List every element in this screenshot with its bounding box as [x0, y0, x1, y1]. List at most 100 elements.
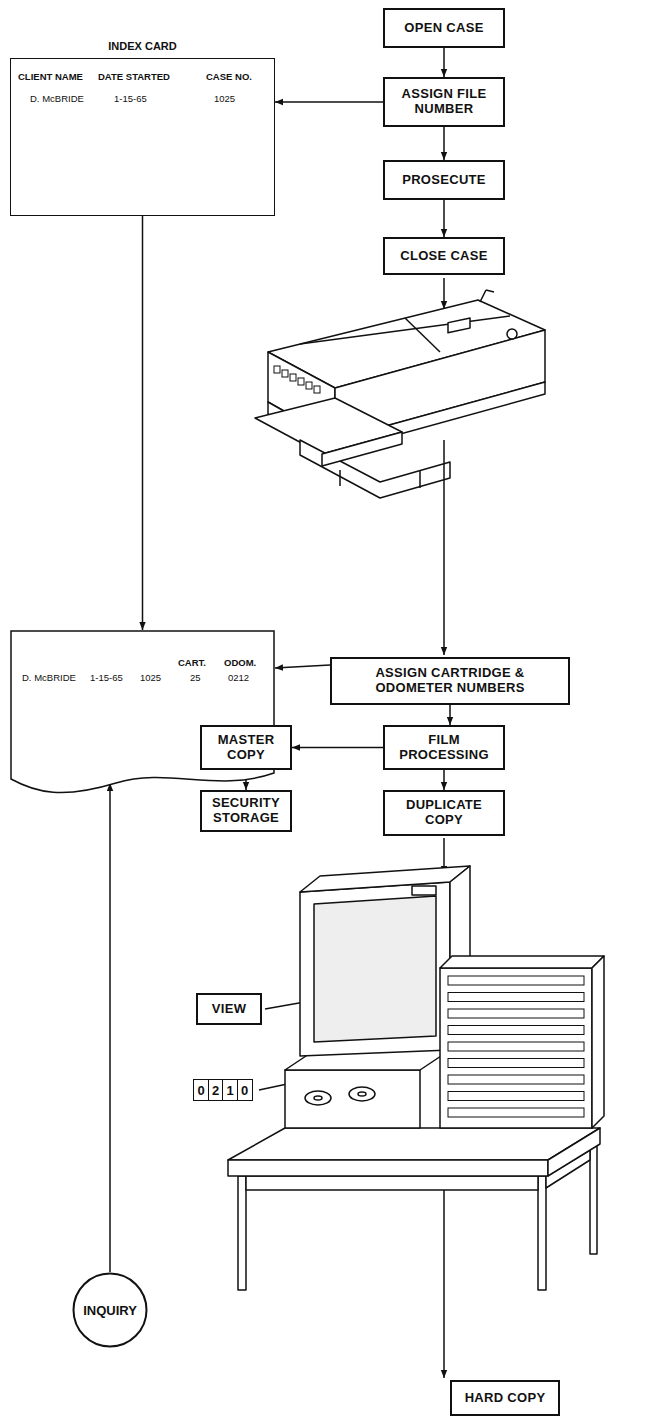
table-cell: D. McBRIDE — [22, 672, 76, 683]
reader-desk — [228, 1160, 548, 1176]
node-label: SECURITY STORAGE — [208, 796, 284, 826]
microfilm-camera — [322, 432, 402, 466]
node-label: ASSIGN CARTRIDGE & ODOMETER NUMBERS — [338, 666, 562, 696]
cartridge-slot — [448, 1059, 584, 1068]
odometer-digit: 0 — [237, 1079, 253, 1101]
reader-printer — [300, 866, 470, 892]
reader-desk — [238, 1176, 246, 1290]
control-buttons — [290, 374, 296, 381]
process-box: HARD COPY — [450, 1380, 560, 1416]
node-label: ASSIGN FILE NUMBER — [391, 87, 497, 117]
flow-arrow — [443, 200, 445, 237]
sheet-outline — [10, 630, 275, 795]
reader-printer — [285, 866, 604, 1128]
node-label: FILM PROCESSING — [391, 733, 497, 763]
inquiry-circle: INQUIRY — [72, 1272, 148, 1348]
table-cell: 1-15-65 — [114, 93, 147, 104]
microfilm-camera — [486, 290, 494, 292]
reader-printer — [349, 1087, 375, 1101]
node-label: INQUIRY — [83, 1303, 137, 1318]
microfilm-camera — [339, 470, 341, 486]
flow-arrow — [443, 770, 445, 790]
flow-arrow — [109, 783, 111, 1272]
reader-printer — [314, 1096, 322, 1100]
table-cell: DATE STARTED — [98, 71, 170, 82]
cartridge-slot — [448, 1042, 584, 1051]
process-box: SECURITY STORAGE — [200, 790, 292, 832]
node-label: VIEW — [212, 1002, 246, 1017]
table-cell: 0212 — [228, 672, 249, 683]
node-label: DUPLICATE COPY — [391, 798, 497, 828]
reader-printer — [285, 1070, 420, 1128]
microfilm-camera — [300, 316, 510, 344]
process-box: PROSECUTE — [383, 160, 505, 200]
process-box: ASSIGN FILE NUMBER — [383, 77, 505, 127]
flow-arrow — [142, 216, 144, 630]
reader-desk — [548, 1128, 600, 1176]
process-box: DUPLICATE COPY — [383, 790, 505, 836]
reader-desk — [538, 1176, 546, 1290]
cartridge-slot — [448, 1075, 584, 1084]
flow-arrow — [292, 747, 383, 749]
index-card: INDEX CARD CLIENT NAME DATE STARTED CASE NO… — [10, 38, 275, 216]
flow-arrow — [449, 705, 451, 725]
reader-printer — [305, 1091, 331, 1105]
microfilm-camera — [405, 318, 440, 352]
printout-sheet: CART. ODOM. D. McBRIDE 1-15-65 1025 25 0212 — [10, 630, 275, 795]
cartridge-slot — [448, 1108, 584, 1117]
control-buttons — [314, 386, 320, 393]
node-label: HARD COPY — [465, 1391, 546, 1406]
process-box: CLOSE CASE — [383, 237, 505, 275]
table-cell: 25 — [190, 672, 201, 683]
reader-desk — [228, 1128, 600, 1290]
node-label: OPEN CASE — [404, 21, 483, 36]
table-cell: CASE NO. — [206, 71, 252, 82]
reader-desk — [228, 1128, 600, 1160]
flow-arrow — [443, 440, 445, 655]
flow-arrow — [275, 101, 383, 103]
microfilm-camera — [480, 290, 486, 302]
control-buttons — [298, 378, 304, 385]
reader-printer — [358, 1092, 366, 1096]
cartridge-slot — [448, 993, 584, 1002]
node-label: MASTER COPY — [208, 733, 284, 763]
reader-printer — [440, 968, 592, 1128]
table-cell: CART. — [178, 657, 206, 668]
table-cell: CLIENT NAME — [18, 71, 83, 82]
table-cell: 1025 — [214, 93, 235, 104]
cartridge-slot — [448, 1009, 584, 1018]
table-cell: D. McBRIDE — [30, 93, 84, 104]
table-cell: 1025 — [140, 672, 161, 683]
card-heading: INDEX CARD — [10, 40, 275, 52]
reader-printer — [592, 956, 604, 1128]
microfilm-camera — [448, 318, 470, 333]
microfilm-camera — [507, 329, 517, 339]
cartridge-slot — [448, 976, 584, 985]
control-buttons — [282, 370, 288, 377]
process-box: OPEN CASE — [383, 8, 505, 48]
node-label: CLOSE CASE — [400, 249, 488, 264]
node-label: PROSECUTE — [402, 173, 486, 188]
table-cell: 1-15-65 — [90, 672, 123, 683]
flow-arrow — [275, 665, 330, 668]
microfilm-camera — [255, 290, 545, 498]
flow-arrow — [443, 278, 445, 309]
odometer-counter: 0210 — [193, 1079, 257, 1101]
microfilm-camera — [419, 470, 421, 488]
callout-box: VIEW — [196, 993, 262, 1025]
control-buttons — [274, 366, 320, 393]
reader-desk — [246, 1176, 538, 1190]
reader-printer — [440, 956, 604, 968]
control-buttons — [306, 382, 312, 389]
process-box: ASSIGN CARTRIDGE & ODOMETER NUMBERS — [330, 657, 570, 705]
table-cell: ODOM. — [224, 657, 256, 668]
cartridge-slot — [448, 1092, 584, 1101]
flow-arrow — [443, 48, 445, 77]
flow-arrow — [443, 127, 445, 160]
reader-printer — [300, 882, 450, 1056]
cartridge-slot — [448, 1026, 584, 1035]
process-box: MASTER COPY — [200, 725, 292, 770]
cartridge-rack-slots — [448, 976, 584, 1117]
reader-printer — [314, 896, 436, 1042]
